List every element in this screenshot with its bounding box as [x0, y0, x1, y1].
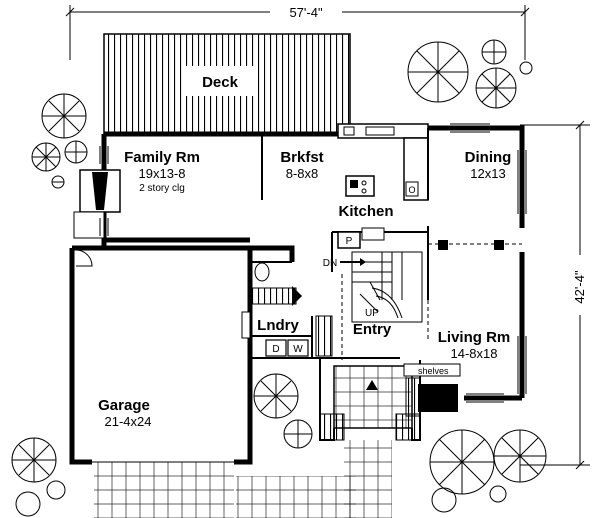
tree: [429, 429, 495, 495]
tree: [41, 93, 87, 139]
stairs: DN UP: [323, 251, 423, 323]
pantry-label: P: [346, 236, 353, 247]
depth-dimension-label: 42'-4": [572, 270, 587, 304]
tree: [475, 67, 517, 109]
oven-label: O: [408, 185, 415, 195]
dryer-label: D: [272, 344, 279, 355]
tree: [283, 419, 313, 449]
dining-size: 12x13: [470, 166, 505, 181]
tree: [253, 373, 299, 419]
dining-windows: [450, 123, 527, 214]
tree: [407, 41, 469, 103]
living-room-name: Living Rm: [438, 329, 511, 346]
fireplace: [73, 169, 121, 239]
trees: [11, 39, 547, 517]
tree: [46, 480, 66, 500]
depth-dimension: 42'-4": [520, 120, 590, 470]
garage-size: 21-4x24: [105, 414, 152, 429]
living-room-size: 14-8x18: [451, 346, 498, 361]
garage-front: [75, 249, 392, 518]
breakfast-name: Brkfst: [280, 149, 323, 166]
tree: [489, 485, 507, 503]
tree: [51, 175, 65, 189]
family-room-size: 19x13-8: [139, 166, 186, 181]
laundry-label: Lndry: [257, 317, 299, 334]
family-windows: [99, 146, 109, 236]
front-porch: shelves: [319, 358, 461, 441]
tree: [15, 491, 41, 517]
tree: [431, 487, 457, 513]
tree: [481, 39, 507, 65]
garage-name: Garage: [98, 397, 150, 414]
dining-name: Dining: [465, 149, 512, 166]
deck-label: Deck: [202, 74, 239, 91]
tree: [31, 142, 61, 172]
width-dimension-label: 57'-4": [289, 5, 323, 20]
up-label: UP: [365, 308, 379, 319]
down-label: DN: [323, 258, 337, 269]
family-room-name: Family Rm: [124, 149, 200, 166]
tree: [519, 61, 533, 75]
shelves-label: shelves: [418, 366, 449, 376]
tree: [64, 140, 88, 164]
deck: Deck: [103, 33, 351, 135]
room-labels: Family Rm 19x13-8 2 story clg Brkfst 8-8…: [98, 149, 511, 429]
laundry-area: D W: [241, 261, 400, 359]
family-room-note: 2 story clg: [139, 183, 185, 194]
kitchen-label: Kitchen: [338, 203, 393, 220]
living-windows: [466, 336, 527, 403]
tree: [11, 437, 57, 483]
washer-label: W: [293, 344, 303, 355]
pantry: P: [337, 227, 385, 249]
width-dimension: 57'-4": [65, 4, 530, 60]
tree: [493, 429, 547, 483]
entry-label: Entry: [353, 321, 392, 338]
breakfast-size: 8-8x8: [286, 166, 319, 181]
kitchen-area: O: [261, 123, 429, 201]
